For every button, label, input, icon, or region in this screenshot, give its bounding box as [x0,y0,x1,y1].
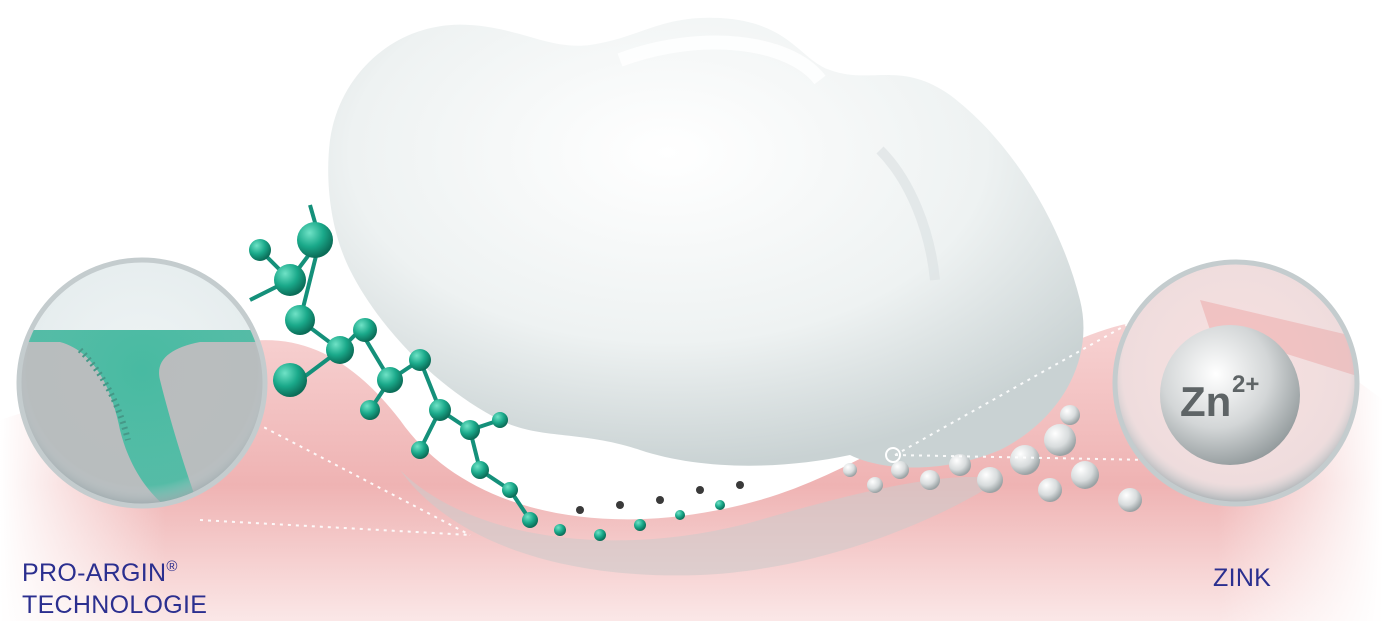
zinc-ion-charge: 2+ [1232,371,1259,398]
registered-mark: ® [166,558,177,575]
pro-argin-text: PRO-ARGIN [22,559,166,587]
technologie-label: TECHNOLOGIE [22,593,207,618]
zinc-ion-symbol: Zn [1180,378,1231,425]
zink-label: ZINK [1213,566,1271,591]
pro-argin-label: PRO-ARGIN® [22,561,178,586]
